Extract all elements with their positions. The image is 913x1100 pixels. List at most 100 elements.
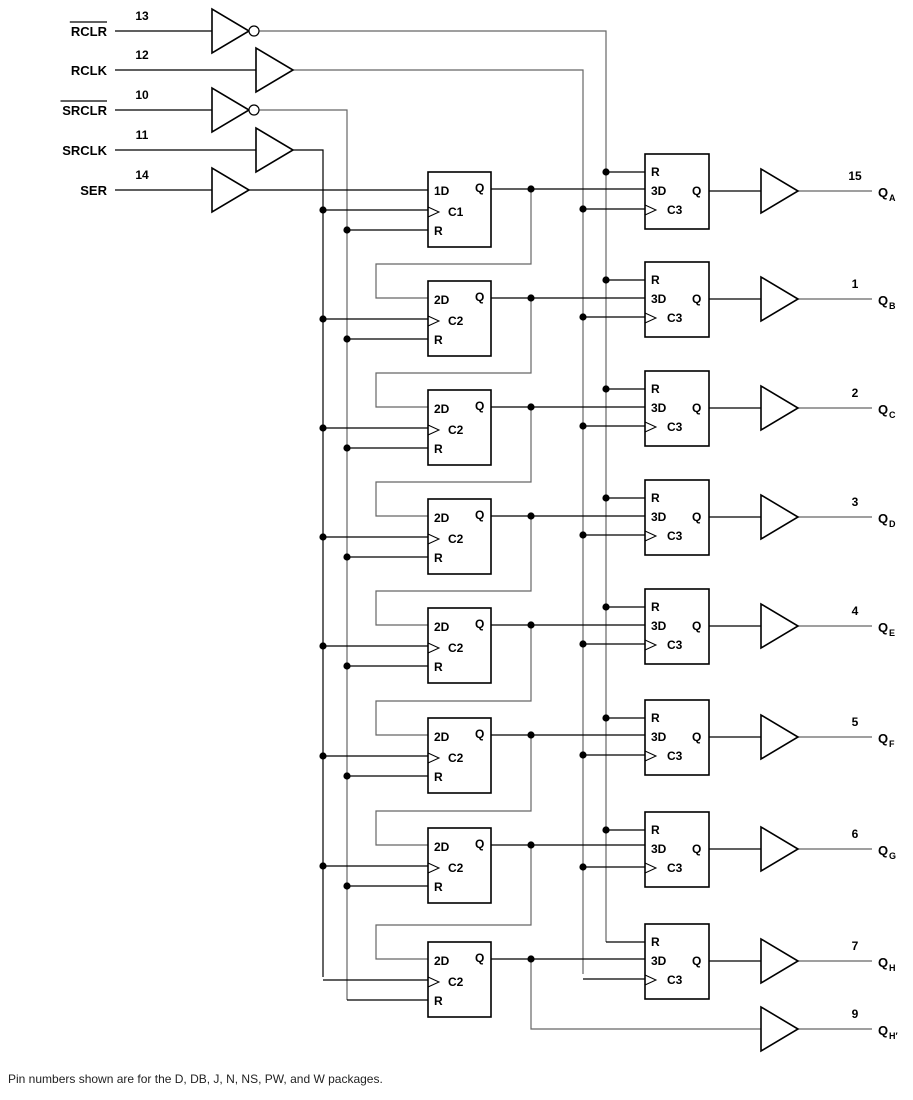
storage-7-d-label: 3D [651,842,667,856]
rclr-bus [259,30,607,942]
shift-stage-2-q-label: Q [475,290,484,304]
rclr-junction-4 [602,494,610,502]
shift-stage-2-r-label: R [434,333,443,347]
srclr-bus [259,109,348,1000]
srclr-junction-1 [343,226,351,234]
shift-stage-6-r-label: R [434,770,443,784]
shift-register-stage-6 [427,717,492,794]
storage-5-clock-triangle [644,639,658,651]
storage-6-q-label: Q [692,730,701,744]
rclk-input-label: RCLK [71,63,108,78]
rclk-pin-number: 12 [135,48,149,62]
shift-stage-5-q-label: Q [475,617,484,631]
rclr-buffer [211,7,251,55]
qc-output-subscript: C [889,410,896,420]
storage-register-8 [644,923,710,1000]
qa-output-subscript: A [889,193,896,203]
rclr-junction-3 [602,385,610,393]
shift-stage-3-c-label: C2 [448,423,464,437]
storage-3-d-label: 3D [651,401,667,415]
storage-3-r-label: R [651,382,660,396]
qg-output-subscript: G [889,851,896,861]
rclk-junction-3 [579,422,587,430]
qe-pin-number: 4 [852,604,859,618]
srclr-inversion-bubble [248,104,260,116]
storage-register-3 [644,370,710,447]
storage-2-clock-triangle [644,312,658,324]
shift-stage-3-r-label: R [434,442,443,456]
qc-pin-number: 2 [852,386,859,400]
srclr-junction-4 [343,553,351,561]
qh-prime-output-buffer [760,1005,800,1053]
storage-6-d-label: 3D [651,730,667,744]
qc-output-label: Q [878,402,888,417]
qh-prime-output-subscript: H′ [889,1031,898,1041]
qf-pin-number: 5 [852,715,859,729]
shift-stage-8-r-label: R [434,994,443,1008]
shift-register-stage-5 [427,607,492,684]
shift-stage-3-q-label: Q [475,399,484,413]
srclk-junction-2 [319,315,327,323]
cascade-wire-2 [375,298,532,408]
qe-output-subscript: E [889,628,895,638]
qb-output-buffer [760,275,800,323]
storage-4-clock-triangle [644,530,658,542]
storage-register-6 [644,699,710,776]
shift-register-stage-4 [427,498,492,575]
storage-8-d-label: 3D [651,954,667,968]
srclk-junction-1 [319,206,327,214]
storage-3-c-label: C3 [667,420,683,434]
qf-output-label: Q [878,731,888,746]
rclk-buffer [255,46,295,94]
srclr-junction-7 [343,882,351,890]
storage-register-4 [644,479,710,556]
shift-stage-8-clock-triangle [427,976,441,988]
storage-4-q-label: Q [692,510,701,524]
cascade-wire-3 [375,407,532,517]
qd-output-label: Q [878,511,888,526]
storage-register-1 [644,153,710,230]
rclr-junction-7 [602,826,610,834]
storage-2-d-label: 3D [651,292,667,306]
shift-q-junction-7 [527,841,535,849]
storage-3-q-label: Q [692,401,701,415]
storage-7-clock-triangle [644,862,658,874]
srclk-junction-5 [319,642,327,650]
shift-q-junction-1 [527,185,535,193]
storage-8-r-label: R [651,935,660,949]
shift-stage-5-r-label: R [434,660,443,674]
shift-stage-6-c-label: C2 [448,751,464,765]
storage-2-c-label: C3 [667,311,683,325]
shift-stage-4-q-label: Q [475,508,484,522]
storage-7-q-label: Q [692,842,701,856]
storage-1-r-label: R [651,165,660,179]
srclr-junction-2 [343,335,351,343]
shift-stage-4-clock-triangle [427,533,441,545]
cascade-wire-4 [375,516,532,626]
shift-q-junction-5 [527,621,535,629]
srclk-pin-number: 11 [136,128,149,142]
storage-2-q-label: Q [692,292,701,306]
shift-q-junction-4 [527,512,535,520]
rclr-pin-number: 13 [135,9,149,23]
storage-5-c-label: C3 [667,638,683,652]
shift-stage-6-clock-triangle [427,752,441,764]
storage-2-r-label: R [651,273,660,287]
shift-stage-4-d-label: 2D [434,511,450,525]
qh-prime-pin-number: 9 [852,1007,859,1021]
srclr-junction-3 [343,444,351,452]
srclk-junction-4 [319,533,327,541]
shift-register-stage-3 [427,389,492,466]
shift-stage-2-clock-triangle [427,315,441,327]
shift-stage-5-c-label: C2 [448,641,464,655]
qa-pin-number: 15 [848,169,862,183]
storage-1-clock-triangle [644,204,658,216]
storage-8-c-label: C3 [667,973,683,987]
storage-register-2 [644,261,710,338]
rclr-input-label: RCLR [71,24,108,39]
shift-stage-5-clock-triangle [427,642,441,654]
shift-stage-1-d-label: 1D [434,184,450,198]
storage-1-d-label: 3D [651,184,667,198]
shift-stage-1-q-label: Q [475,181,484,195]
qh-pin-number: 7 [852,939,859,953]
